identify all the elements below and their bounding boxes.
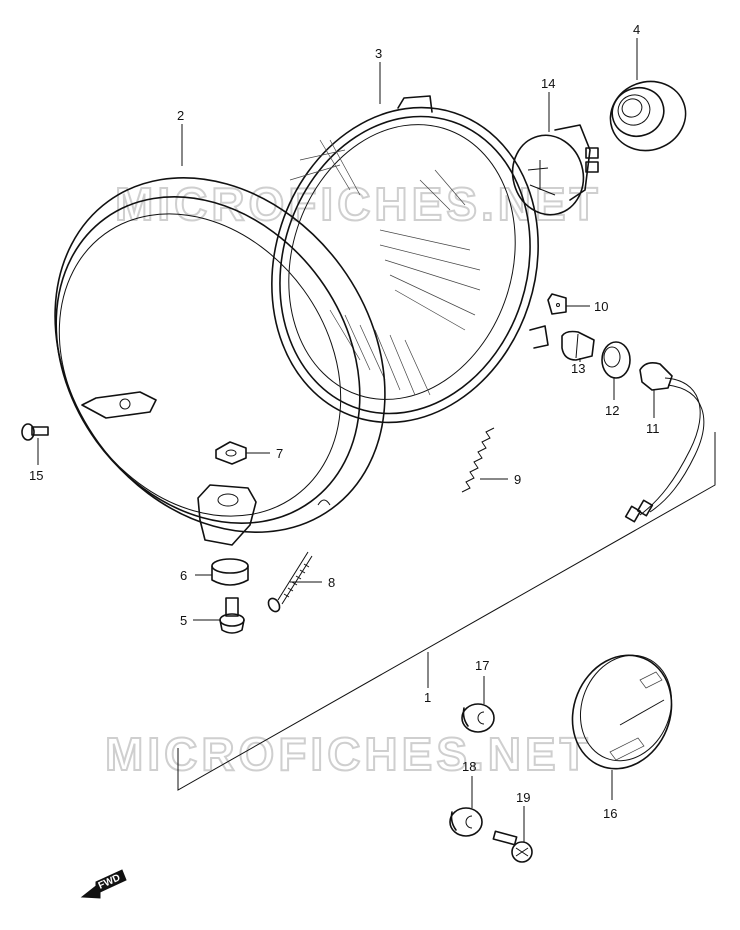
callout-4: 4 bbox=[633, 22, 640, 37]
callout-1: 1 bbox=[424, 690, 431, 705]
headlight-bulb bbox=[511, 124, 599, 216]
headlight-lens-unit bbox=[271, 95, 549, 424]
cover-screw bbox=[492, 830, 533, 863]
headlight-housing bbox=[54, 176, 386, 546]
fwd-arrow: FWD bbox=[80, 869, 127, 899]
callout-10: 10 bbox=[594, 299, 608, 314]
callout-19: 19 bbox=[516, 790, 530, 805]
position-bulb bbox=[561, 330, 595, 361]
callout-14: 14 bbox=[541, 76, 555, 91]
mount-bolt bbox=[219, 597, 245, 634]
grommet bbox=[601, 341, 631, 379]
callout-9: 9 bbox=[514, 472, 521, 487]
callouts: 1 2 3 4 5 6 7 8 9 10 11 12 13 14 15 16 1… bbox=[29, 22, 660, 821]
leader-lines bbox=[37, 38, 655, 842]
callout-17: 17 bbox=[475, 658, 489, 673]
headlight-cover bbox=[571, 654, 673, 770]
callout-16: 16 bbox=[603, 806, 617, 821]
callout-5: 5 bbox=[180, 613, 187, 628]
dust-boot bbox=[609, 80, 687, 152]
cap-lower bbox=[449, 807, 483, 837]
callout-15: 15 bbox=[29, 468, 43, 483]
cushion-rubber bbox=[211, 558, 249, 586]
callout-12: 12 bbox=[605, 403, 619, 418]
callout-2: 2 bbox=[177, 108, 184, 123]
watermark-bottom: MICROFICHES.NET bbox=[105, 728, 592, 780]
small-screw bbox=[21, 423, 49, 441]
callout-3: 3 bbox=[375, 46, 382, 61]
adjust-spring bbox=[461, 427, 495, 493]
callout-13: 13 bbox=[571, 361, 585, 376]
assembly-bracket bbox=[177, 432, 716, 791]
clip-part bbox=[547, 293, 567, 315]
callout-6: 6 bbox=[180, 568, 187, 583]
callout-7: 7 bbox=[276, 446, 283, 461]
adjust-screw bbox=[267, 551, 313, 613]
callout-18: 18 bbox=[462, 759, 476, 774]
nut-plate bbox=[215, 441, 247, 465]
callout-11: 11 bbox=[646, 421, 660, 436]
cap-upper bbox=[461, 703, 495, 733]
bulb-socket bbox=[624, 362, 705, 523]
callout-8: 8 bbox=[328, 575, 335, 590]
fwd-label: FWD bbox=[97, 872, 122, 891]
